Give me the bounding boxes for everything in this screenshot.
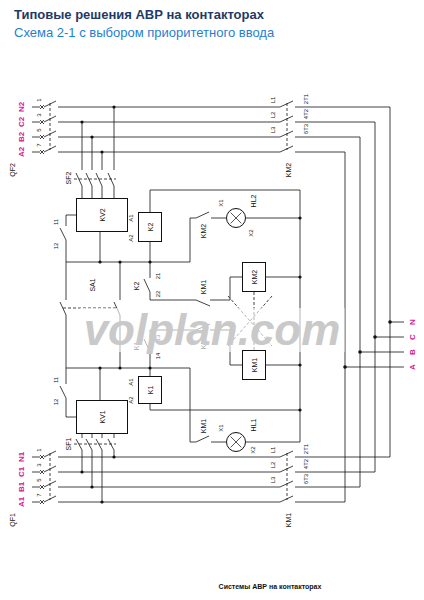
device-label: QF1	[9, 512, 16, 528]
terminal-number: 4T2	[303, 108, 309, 120]
terminal-number: L2	[270, 111, 276, 120]
indicator-lamp: HL1	[226, 432, 246, 452]
terminal-number: X2	[248, 228, 254, 237]
device-label: QF2	[9, 162, 16, 178]
terminal-number: A1	[128, 213, 134, 222]
device-label: KM1	[200, 418, 207, 434]
terminal-number: 21	[155, 272, 161, 281]
phase-label: A1	[18, 496, 26, 508]
terminal-number: L1	[270, 96, 276, 105]
terminal-number: 5	[36, 477, 42, 482]
junction-dots	[80, 105, 391, 503]
device-name: KM1	[251, 357, 258, 373]
device-name: HL1	[250, 418, 257, 433]
contactor-coil: KM1	[242, 350, 266, 380]
terminal-number: 14	[155, 352, 161, 361]
relay-box: KV1	[76, 400, 128, 434]
terminal-number: 3	[36, 462, 42, 467]
terminal-number: 4T2	[303, 458, 309, 470]
control-breaker-taps	[76, 107, 114, 502]
phase-label: B2	[18, 131, 26, 143]
device-name: KM2	[251, 269, 258, 285]
breaker-marks	[40, 105, 44, 504]
terminal-number: L1	[270, 446, 276, 455]
terminal-number: 11	[53, 218, 59, 226]
phase-label: N	[409, 318, 417, 326]
terminal-number: 22	[155, 290, 161, 299]
device-label: KM1	[285, 512, 292, 528]
terminal-number: A2	[128, 395, 134, 404]
terminal-number: L3	[270, 476, 276, 485]
device-name: K1	[147, 385, 154, 396]
terminal-number: X2	[250, 445, 256, 454]
contactor-coil: KM2	[242, 262, 266, 292]
page-title: Типовые решения АВР на контакторах	[14, 8, 264, 21]
terminal-number: X1	[218, 423, 224, 432]
terminal-number: 1	[36, 97, 42, 102]
terminal-number: 2T1	[303, 443, 309, 455]
contactor-coil: K2	[138, 212, 162, 242]
relay-box: KV2	[76, 198, 128, 232]
phase-label: C	[409, 333, 417, 341]
device-label: KM2	[200, 223, 207, 239]
terminal-number: 2T1	[303, 93, 309, 105]
terminal-number: 6T3	[303, 473, 309, 485]
contactor-coil: K1	[138, 376, 162, 404]
phase-label: B1	[18, 481, 26, 493]
terminal-number: L3	[270, 126, 276, 135]
mechanical-links	[50, 103, 287, 500]
phase-label: N1	[18, 451, 26, 463]
terminal-number: 11	[53, 376, 59, 384]
terminal-number: 7	[36, 142, 42, 147]
terminal-number: 7	[36, 492, 42, 497]
terminal-number: L2	[270, 461, 276, 470]
device-name: K2	[147, 222, 154, 233]
device-label: SF1	[65, 437, 72, 452]
page-footer: Системы АВР на контакторах	[219, 583, 322, 590]
terminal-number: 12	[53, 242, 59, 251]
device-label: SA1	[89, 277, 96, 292]
device-label: K2	[133, 281, 140, 292]
phase-label: A	[409, 363, 417, 371]
device-label: KM2	[285, 162, 292, 178]
terminal-number: 5	[36, 127, 42, 132]
phase-label: A2	[18, 146, 26, 158]
device-name: KV1	[99, 409, 106, 424]
terminal-number: X1	[218, 198, 224, 207]
device-label: SF2	[65, 171, 72, 186]
power-lines	[32, 101, 390, 502]
phase-label: C2	[18, 116, 26, 128]
phase-label: C1	[18, 466, 26, 478]
device-name: HL2	[250, 194, 257, 209]
terminal-number: 6T3	[303, 123, 309, 135]
lamp-cross	[227, 433, 245, 451]
device-name: KV2	[99, 207, 106, 222]
terminal-number: 12	[53, 398, 59, 407]
watermark: volplan.com	[80, 308, 345, 352]
phase-label: B	[409, 348, 417, 356]
device-label: KM1	[200, 279, 207, 295]
lamp-cross	[227, 209, 245, 227]
output-bus	[345, 322, 404, 367]
terminal-number: 3	[36, 112, 42, 117]
phase-label: N2	[18, 101, 26, 113]
terminal-number: A2	[128, 233, 134, 242]
subtitle: Схема 2-1 с выбором приоритетного ввода	[14, 26, 274, 39]
terminal-number: 1	[36, 447, 42, 452]
indicator-lamp: HL2	[226, 208, 246, 228]
terminal-number: A1	[128, 377, 134, 386]
